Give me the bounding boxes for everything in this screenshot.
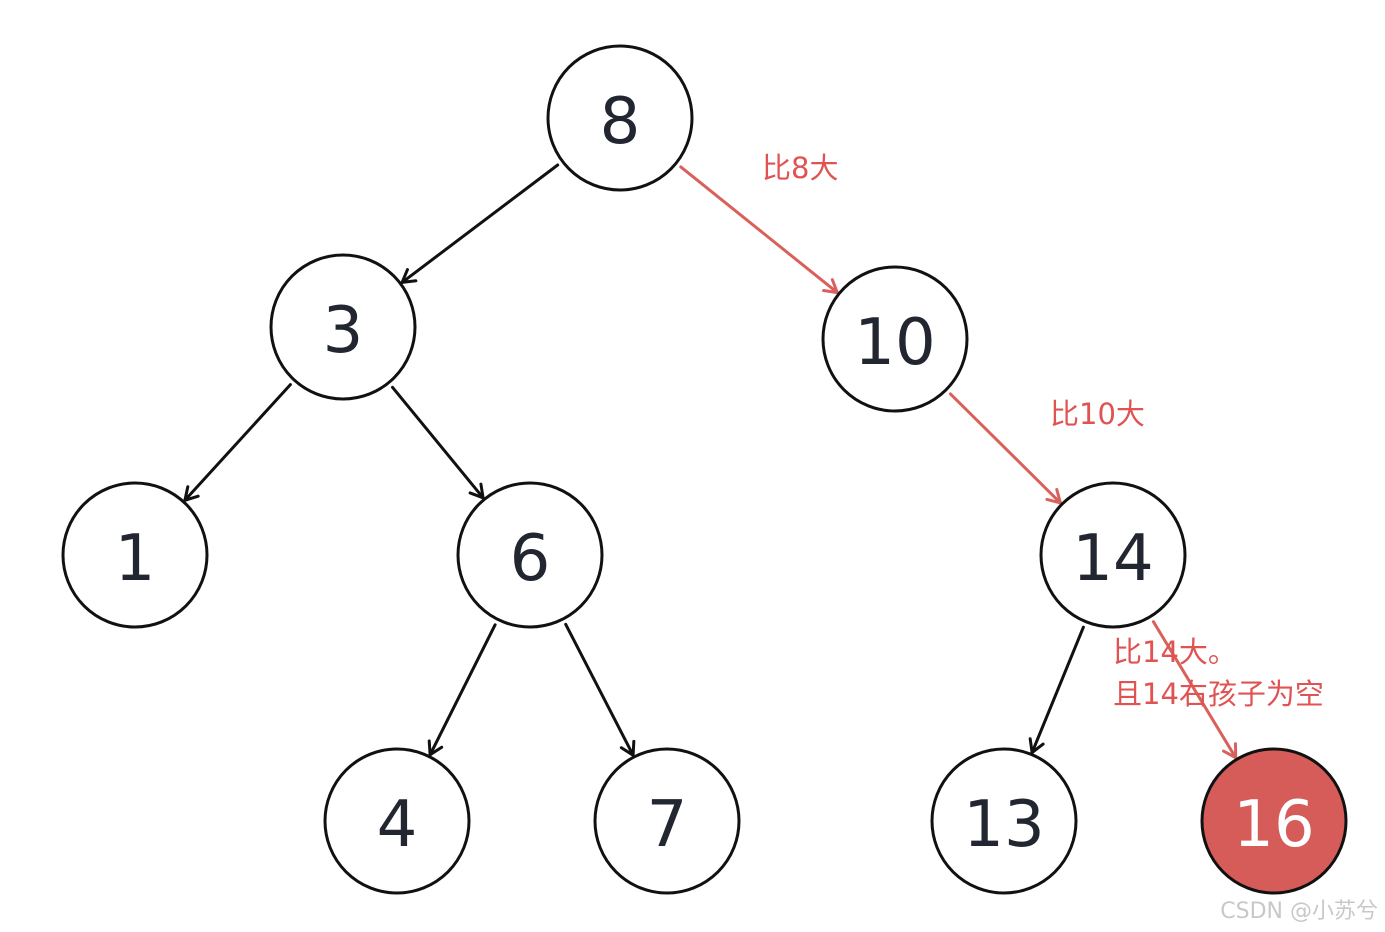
node-label: 6 bbox=[510, 522, 551, 596]
edge-14-to-13 bbox=[1028, 625, 1085, 754]
node-circle bbox=[61, 481, 209, 629]
watermark: CSDN @小苏兮 bbox=[1220, 899, 1378, 924]
tree-node-6: 6 bbox=[456, 481, 604, 629]
node-label: 8 bbox=[600, 85, 641, 159]
node-label: 13 bbox=[963, 788, 1044, 862]
annotation-greater-than-8: 比8大 bbox=[762, 151, 838, 185]
tree-node-8: 8 bbox=[546, 44, 694, 192]
node-circle bbox=[930, 747, 1078, 895]
node-circle bbox=[821, 265, 969, 413]
tree-node-4: 4 bbox=[323, 747, 471, 895]
tree-node-16-inserted: 16 bbox=[1200, 747, 1348, 895]
edge-10-to-14-search-path bbox=[948, 392, 1062, 505]
node-circle bbox=[546, 44, 694, 192]
edge-3-to-1 bbox=[183, 383, 292, 502]
tree-node-1: 1 bbox=[61, 481, 209, 629]
edge-3-to-6 bbox=[391, 385, 485, 500]
edge-14-to-16-search-path bbox=[1151, 620, 1238, 760]
node-label: 3 bbox=[323, 294, 364, 368]
node-circle bbox=[269, 253, 417, 401]
node-circle bbox=[456, 481, 604, 629]
node-circle bbox=[593, 747, 741, 895]
annotation-greater-than-14-line1: 比14大。 bbox=[1113, 635, 1237, 669]
node-label: 14 bbox=[1072, 522, 1153, 596]
node-label: 7 bbox=[647, 788, 688, 862]
node-label: 1 bbox=[115, 522, 156, 596]
node-label: 4 bbox=[377, 788, 418, 862]
edge-6-to-7 bbox=[564, 622, 636, 757]
tree-node-14: 14 bbox=[1039, 481, 1187, 629]
edges bbox=[183, 163, 1238, 760]
node-label: 16 bbox=[1233, 788, 1314, 862]
edge-8-to-3 bbox=[400, 163, 560, 284]
tree-node-13: 13 bbox=[930, 747, 1078, 895]
tree-node-7: 7 bbox=[593, 747, 741, 895]
tree-node-10: 10 bbox=[821, 265, 969, 413]
annotation-greater-than-10: 比10大 bbox=[1050, 397, 1145, 431]
tree-node-3: 3 bbox=[269, 253, 417, 401]
node-circle bbox=[1200, 747, 1348, 895]
node-label: 10 bbox=[854, 306, 935, 380]
edge-6-to-4 bbox=[427, 623, 497, 757]
edge-8-to-10-search-path bbox=[679, 165, 839, 295]
node-circle bbox=[323, 747, 471, 895]
annotation-greater-than-14-line2: 且14右孩子为空 bbox=[1113, 677, 1324, 711]
node-circle bbox=[1039, 481, 1187, 629]
